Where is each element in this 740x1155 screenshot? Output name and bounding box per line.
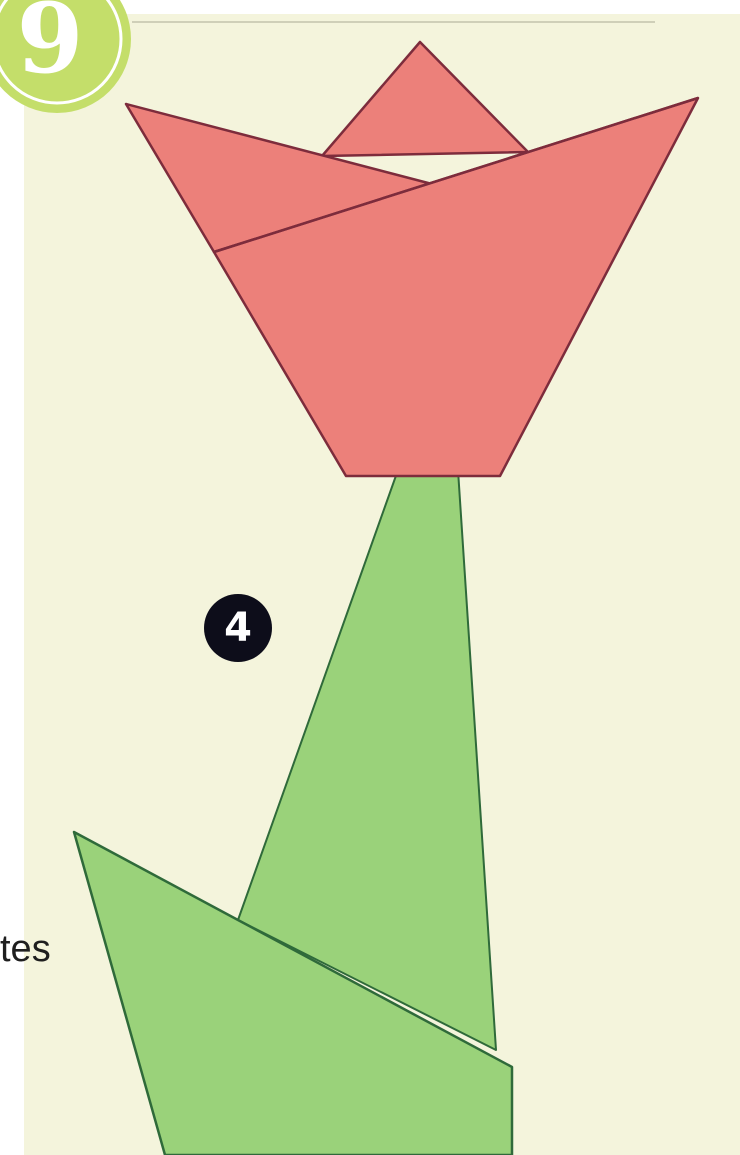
center-petal bbox=[322, 42, 528, 156]
step-badge-number: 4 bbox=[224, 608, 252, 648]
step-number-badge: 9 bbox=[0, 0, 132, 114]
step-badge: 4 bbox=[204, 594, 272, 662]
badge-number: 9 bbox=[17, 0, 84, 95]
instruction-text-fragment: tes bbox=[0, 930, 51, 968]
tulip-flower-icon bbox=[126, 42, 698, 476]
